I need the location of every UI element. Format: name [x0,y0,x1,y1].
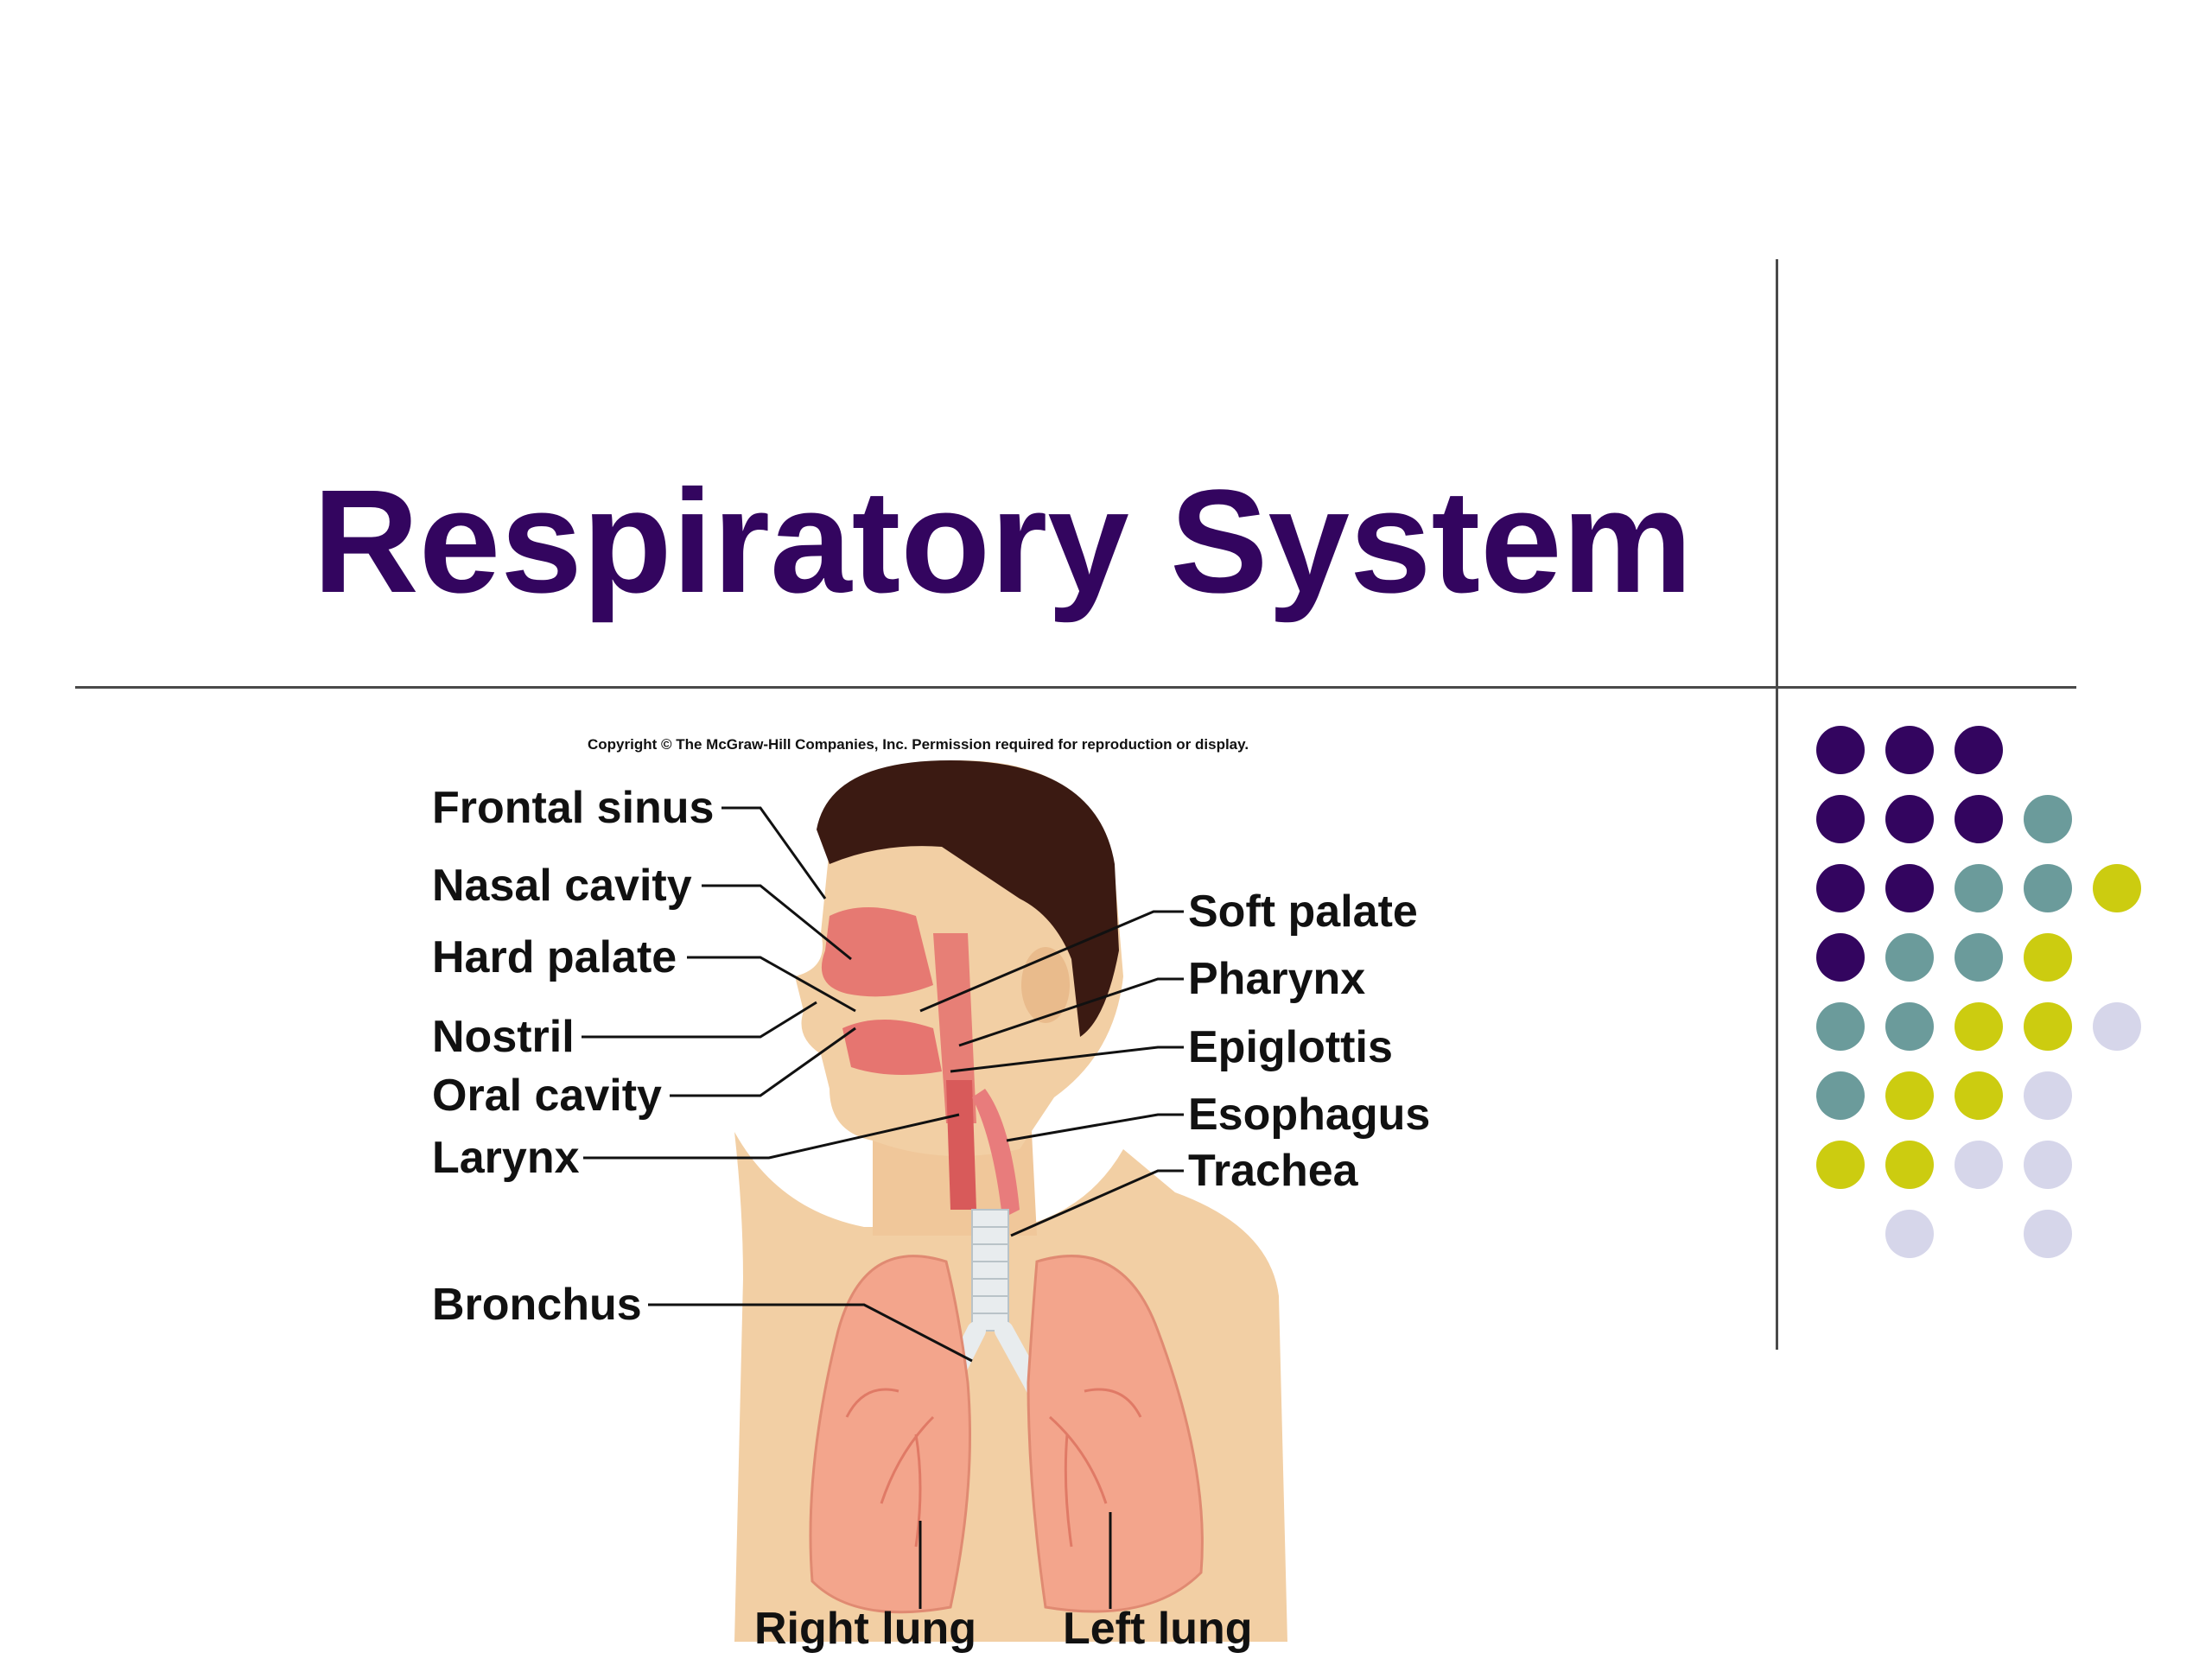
label-esophagus: Esophagus [1188,1090,1431,1140]
decor-dot [1816,1071,1865,1120]
slide-title: Respiratory System [313,460,1693,624]
decor-dot [1885,864,1934,912]
decor-dot [1885,726,1934,774]
respiratory-anatomy-illustration [582,760,1287,1642]
label-epiglottis: Epiglottis [1188,1022,1393,1072]
pharynx-shape [933,933,976,1123]
label-nasal-cavity: Nasal cavity [432,861,692,911]
decor-dot [2024,1002,2072,1051]
decor-dot [1885,1210,1934,1258]
decor-dot [1816,795,1865,843]
decor-dot [1955,864,2003,912]
trachea-shape [971,1209,1009,1332]
decor-dot [1955,726,2003,774]
decor-dot [1955,1002,2003,1051]
esophagus-shape [972,1089,1020,1218]
larynx-shape [946,1080,976,1210]
decor-dot [2093,864,2141,912]
nasal-cavity-shape [821,907,933,997]
decor-dot [2024,933,2072,982]
oral-cavity-shape [842,1020,942,1075]
title-divider-horizontal [75,686,2076,689]
decor-dot [1955,1071,2003,1120]
decor-dot [1955,933,2003,982]
label-left-lung: Left lung [1063,1604,1253,1654]
label-hard-palate: Hard palate [432,932,677,982]
decor-dot [1955,795,2003,843]
label-soft-palate: Soft palate [1188,887,1418,937]
decor-dot [2093,1002,2141,1051]
decor-dot [2024,795,2072,843]
label-nostril: Nostril [432,1012,575,1062]
decor-dot [1816,1141,1865,1189]
label-oral-cavity: Oral cavity [432,1071,662,1121]
hair-shape [817,760,1119,1037]
decor-dot [1885,795,1934,843]
lung-branches [845,1388,1142,1548]
right-lung-shape [809,1255,971,1614]
decor-dot [1885,933,1934,982]
decor-dot [2024,864,2072,912]
title-divider-vertical [1776,259,1778,1350]
label-pharynx: Pharynx [1188,954,1366,1004]
decor-dot [1816,726,1865,774]
decor-dot [2024,1071,2072,1120]
decor-dot [1955,1141,2003,1189]
label-bronchus: Bronchus [432,1280,642,1330]
label-right-lung: Right lung [754,1604,977,1654]
label-larynx: Larynx [432,1133,580,1183]
left-lung-shape [1027,1255,1204,1613]
decor-dot [1885,1071,1934,1120]
ear-shape [1021,947,1070,1023]
decor-dot [1816,933,1865,982]
leader-lines [582,806,1184,1609]
decor-dot [2024,1210,2072,1258]
label-frontal-sinus: Frontal sinus [432,783,715,833]
decor-dot [1885,1141,1934,1189]
label-trachea: Trachea [1188,1146,1358,1196]
copyright-notice: Copyright © The McGraw-Hill Companies, I… [588,736,1249,753]
decor-dot [1816,1002,1865,1051]
trachea-rings [972,1226,1008,1314]
decor-dot [1816,864,1865,912]
decor-dot [1885,1002,1934,1051]
decor-dot [2024,1141,2072,1189]
